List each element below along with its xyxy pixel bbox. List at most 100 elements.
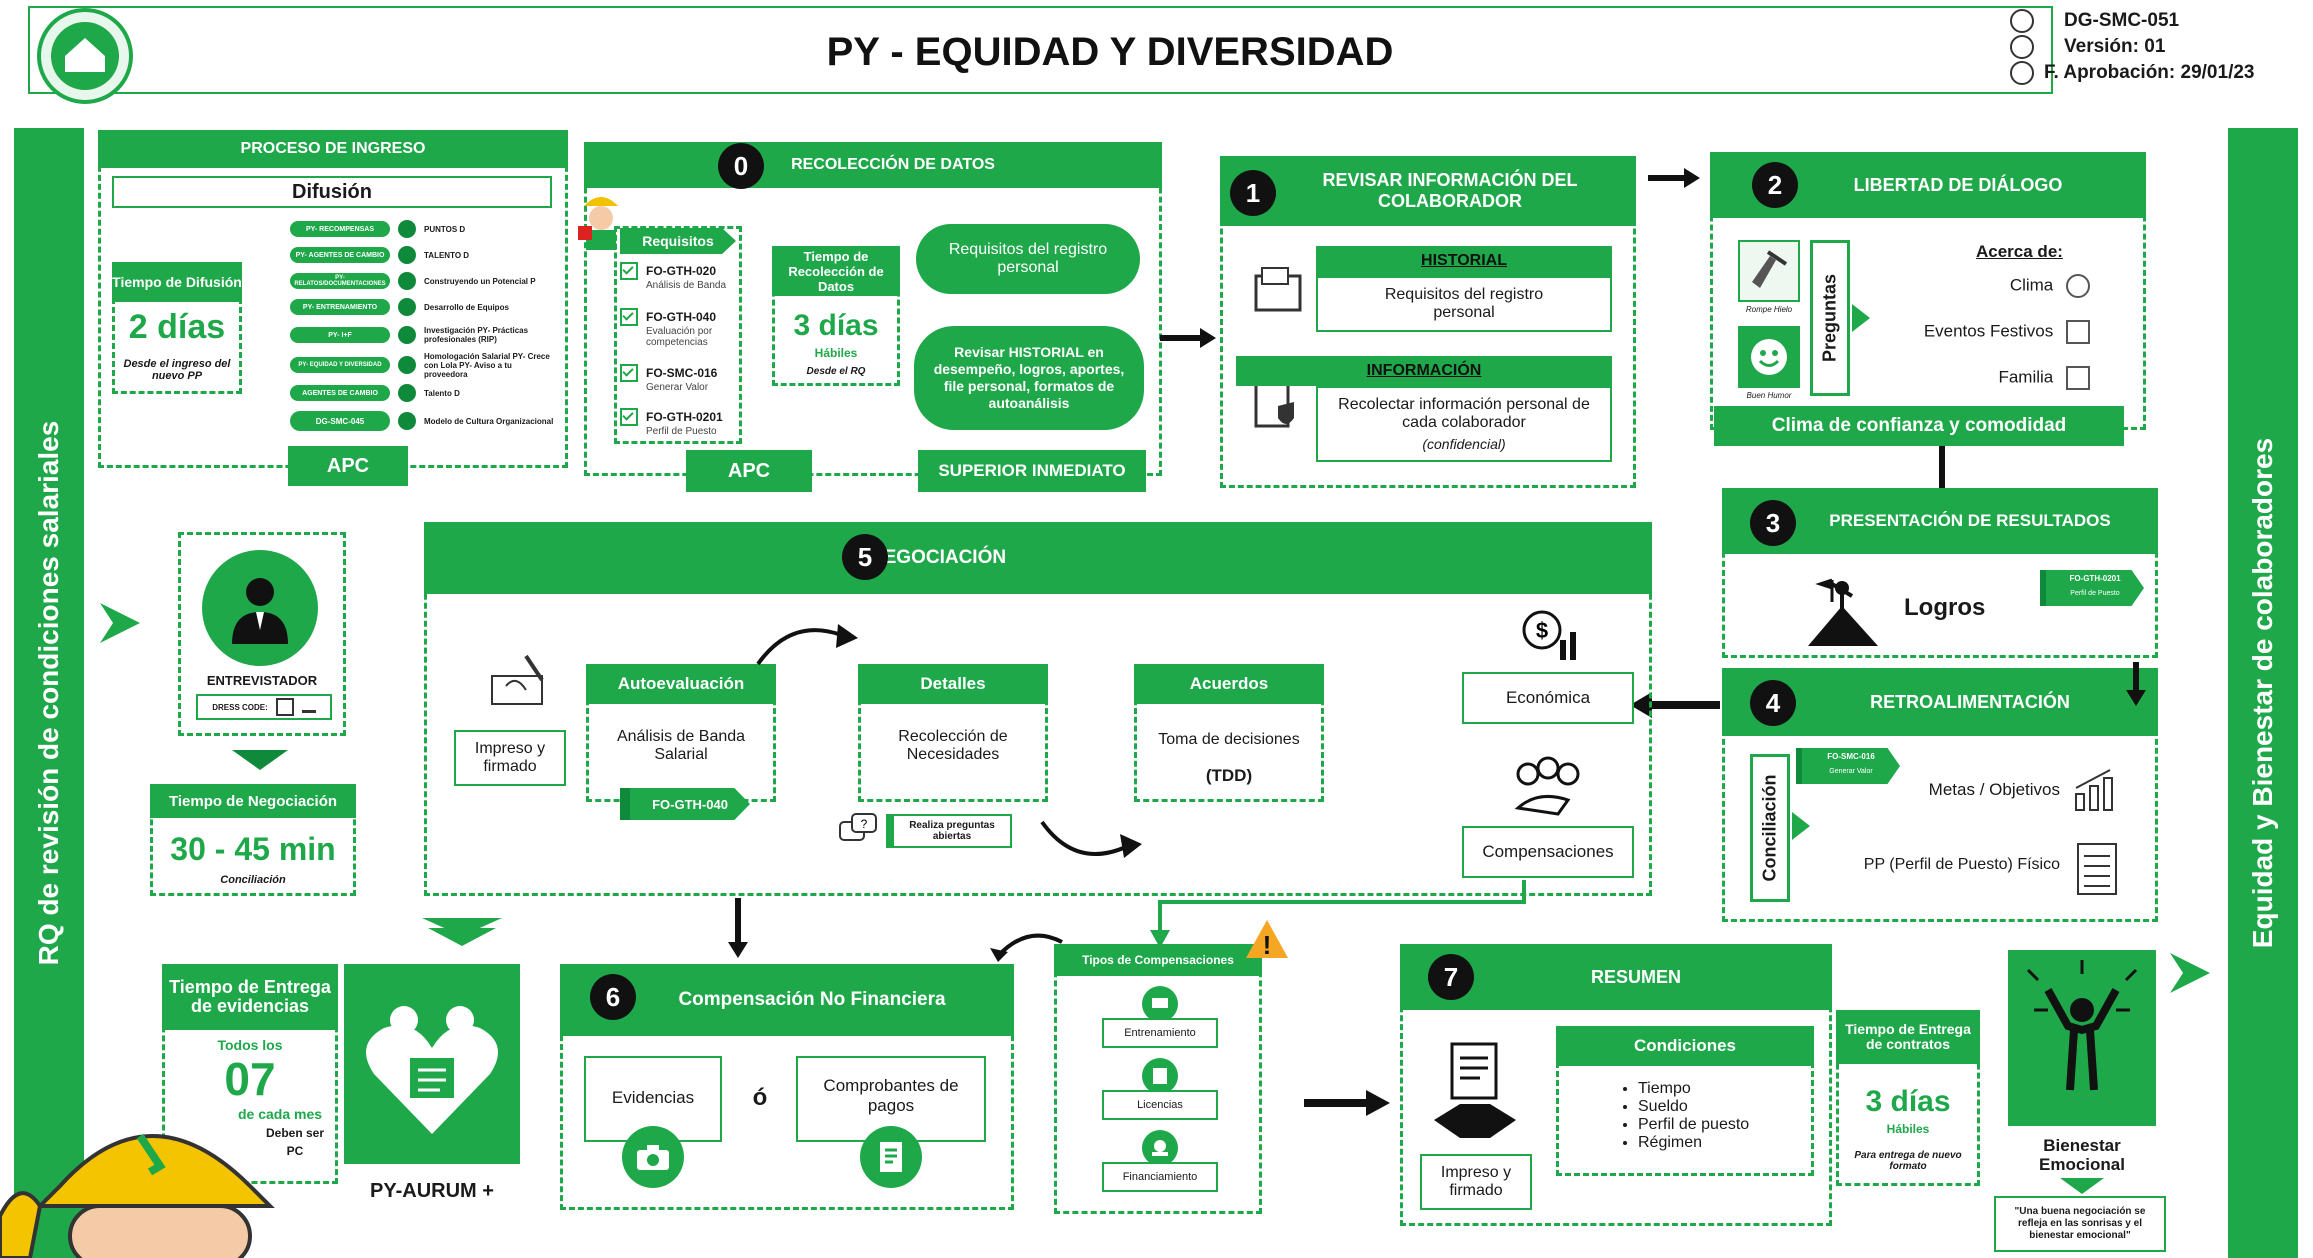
difusion-time-label: Tiempo de Difusión [112, 262, 242, 302]
informacion-title: INFORMACIÓN [1236, 356, 1612, 386]
bienestar-quote: "Una buena negociación se refleja en las… [1994, 1196, 2166, 1252]
training-icon [1142, 986, 1178, 1022]
recoleccion-footer-superior: SUPERIOR INMEDIATO [918, 450, 1146, 492]
shirt-icon [275, 698, 294, 716]
arrow-down-icon [728, 898, 748, 958]
arrow-left-icon [1630, 692, 1720, 718]
bienestar-panel [2008, 950, 2156, 1126]
step-number: 6 [590, 974, 636, 1020]
checklist-icon [2074, 840, 2120, 898]
historial-title: HISTORIAL [1316, 246, 1612, 276]
requisitos-label: Requisitos [620, 228, 736, 254]
preguntas-box: Preguntas [1810, 240, 1850, 396]
doc-code: DG-SMC-051 [2064, 10, 2180, 31]
calendar-icon [2066, 320, 2090, 344]
chevron-down-icon [422, 918, 502, 946]
evidencias-time-label: Tiempo de Entrega de evidencias [162, 964, 338, 1030]
check-icon [620, 308, 638, 326]
retro-tag: FO-SMC-016 Generar Valor [1796, 748, 1900, 784]
economica-box: Económica [1462, 672, 1634, 724]
tree-icon [2066, 274, 2090, 298]
money-growth-icon: $ [1516, 604, 1582, 664]
list-item: Perfil de puesto [1638, 1116, 1806, 1134]
step-number: 3 [1750, 500, 1796, 546]
item-icon [398, 384, 416, 402]
contratos-time-unit: Hábiles [1886, 1122, 1930, 1136]
conciliacion-label: Conciliación [1759, 774, 1780, 882]
page-title: PY - EQUIDAD Y DIVERSIDAD [826, 29, 1394, 74]
header-bar [28, 6, 2053, 94]
acuerdos-title: Acuerdos [1134, 664, 1324, 704]
arrow-right-icon [1792, 812, 1810, 840]
contratos-time-note: Para entrega de nuevo formato [1854, 1150, 1962, 1172]
buen-humor-label: Buen Humor [1746, 390, 1792, 400]
preguntas-abiertas-tag: Realiza preguntas abiertas [886, 814, 1012, 848]
tipos-title: Tipos de Compensaciones [1054, 944, 1262, 976]
right-side-label: Equidad y Bienestar de colaboradores [2247, 437, 2278, 949]
evidencias-value: 07 [224, 1053, 276, 1105]
left-side-label: RQ de revisión de condiciones salariales [33, 420, 64, 966]
buen-humor-icon [1738, 326, 1800, 388]
historial-text: Requisitos del registro personal [1316, 276, 1612, 332]
negociacion-title: NEGOCIACIÓN [424, 522, 1652, 594]
mascot-avatar [0, 1096, 330, 1258]
logo-icon [37, 8, 133, 104]
chart-growth-icon [2070, 764, 2122, 816]
logo [30, 6, 140, 106]
chevron-down-icon [2060, 1178, 2104, 1194]
sign-icon [486, 650, 552, 710]
topic-eventos: Eventos Festivos [1880, 320, 2090, 346]
acuerdos-tdd: (TDD) [1205, 766, 1253, 785]
check-icon [620, 364, 638, 382]
metas-item: Metas / Objetivos [1928, 780, 2060, 799]
evidencias-line3: Deben ser [265, 1126, 325, 1140]
presentacion-tag: FO-GTH-0201 Perfil de Puesto [2040, 570, 2144, 606]
autoevaluacion-tag: FO-GTH-040 [620, 788, 750, 820]
financing-icon [1142, 1130, 1178, 1166]
doc-version: Versión: 01 [2064, 36, 2166, 57]
informacion-box [1316, 386, 1612, 462]
evidencias-line4: PC [286, 1144, 304, 1158]
item-icon [398, 298, 416, 316]
aurum-brand: PY-AURUM + [370, 1179, 494, 1202]
negociacion-time-label: Tiempo de Negociación [150, 784, 356, 818]
connector-arrow-icon [1150, 880, 1526, 948]
requisitos-registro-pill: Requisitos del registro personal [916, 224, 1140, 294]
chat-question-icon: ? [836, 812, 880, 852]
warning-mark: ! [1263, 930, 1272, 960]
tipo-financiamiento: Financiamiento [1102, 1162, 1218, 1192]
arrow-right-icon [1160, 328, 1216, 348]
informacion-note: (confidencial) [1422, 436, 1506, 452]
step-number: 1 [1230, 170, 1276, 216]
condiciones-list: Tiempo Sueldo Perfil de puesto Régimen [1616, 1080, 1806, 1152]
arrow-right-icon [1852, 304, 1870, 332]
check-icon [620, 262, 638, 280]
step-number: 2 [1752, 162, 1798, 208]
arrow-right-icon [1648, 168, 1700, 188]
list-item: Tiempo [1638, 1080, 1806, 1098]
step-number: 7 [1428, 954, 1474, 1000]
recoleccion-title: RECOLECCIÓN DE DATOS [584, 142, 1162, 188]
info-icon [2010, 9, 2034, 33]
arrow-right-icon [1304, 1090, 1390, 1116]
revisar-title: REVISAR INFORMACIÓN DEL COLABORADOR [1220, 156, 1636, 226]
detalles-text: Recolección de Necesidades [898, 728, 1008, 763]
negociacion-time-value: 30 - 45 min [170, 830, 336, 867]
folder-icon [1250, 262, 1306, 318]
topic-clima: Clima [1960, 274, 2090, 300]
item-icon [398, 412, 416, 430]
list-item: Régimen [1638, 1134, 1806, 1152]
bienestar-label: Bienestar Emocional [2039, 1136, 2125, 1174]
conciliacion-box: Conciliación [1750, 754, 1790, 902]
doc-approval: F. Aprobación: 29/01/23 [2044, 62, 2255, 83]
acerca-label: Acerca de: [1976, 242, 2063, 261]
ingreso-title: PROCESO DE INGRESO [98, 130, 568, 168]
aurum-logo [344, 964, 520, 1164]
curved-arrow-icon [1040, 820, 1142, 858]
chevron-down-icon [232, 750, 288, 770]
